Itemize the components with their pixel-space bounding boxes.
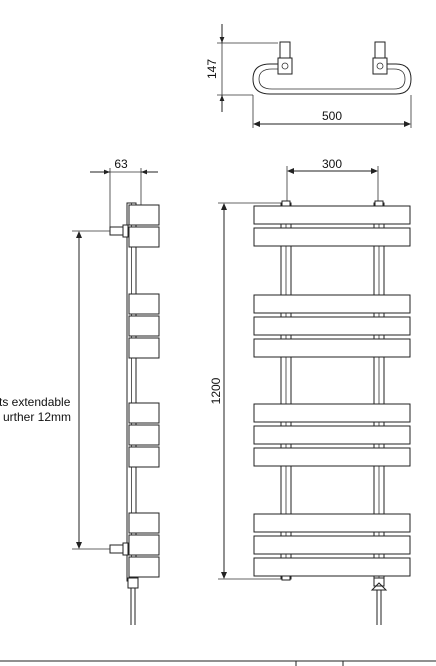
- front-view: 300 1200: [209, 157, 411, 625]
- page-border: [0, 660, 436, 666]
- top-depth-label: 147: [205, 59, 219, 79]
- top-width-label: 500: [322, 109, 342, 123]
- front-centres-label: 300: [322, 157, 342, 171]
- extendable-note-line2: urther 12mm: [3, 410, 71, 424]
- extendable-note-line1: ts extendable: [0, 395, 71, 409]
- top-view: 147 500: [205, 24, 412, 128]
- side-view: 63 ts extendable urther 12mm: [0, 157, 160, 625]
- side-depth-label: 63: [114, 157, 128, 171]
- front-height-label: 1200: [209, 377, 223, 404]
